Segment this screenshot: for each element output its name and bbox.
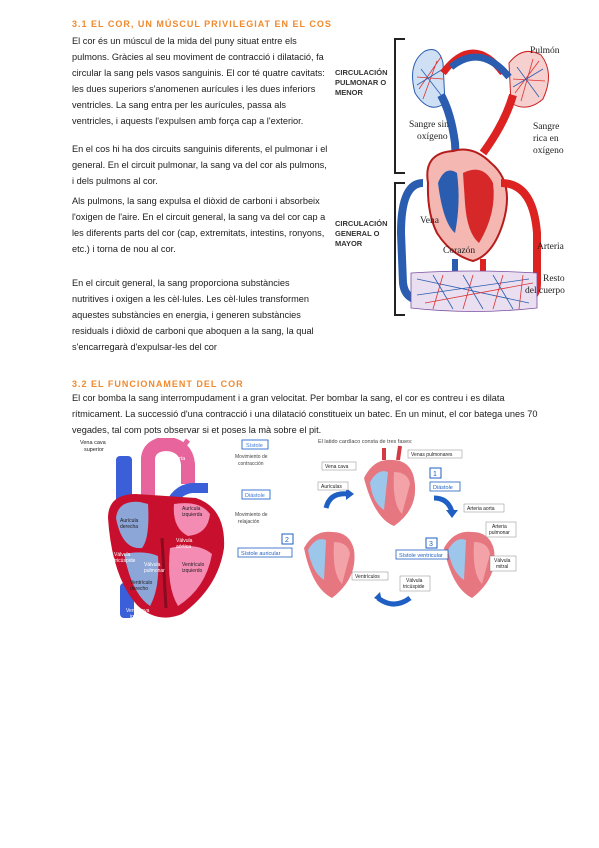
valvula-tricuspide-cycle-label-2: tricúspide xyxy=(403,584,425,590)
section-1-heading: 3.1 EL COR, UN MÚSCUL PRIVILEGIAT EN EL … xyxy=(72,19,332,29)
general-circulation-label-2: GENERAL O xyxy=(335,229,380,238)
cycle-title: El latido cardíaco consta de tres fases: xyxy=(318,439,413,445)
arteria-aorta-label: Arteria aorta xyxy=(467,506,495,512)
pulmonary-bracket xyxy=(394,38,405,174)
sistole-legend-label: Sístole xyxy=(246,443,263,449)
pulmon-label: Pulmón xyxy=(530,46,560,56)
heart-anatomy-diagram: Vena cava superior Aorta Aurícula izquie… xyxy=(78,438,238,628)
left-atrium xyxy=(173,503,210,536)
vena-cava-inferior-label-2: inferior xyxy=(130,614,146,620)
diastole-legend-label: Diástole xyxy=(245,493,265,499)
ventriculo-izquierdo-label-2: izquierdo xyxy=(182,568,203,574)
vena-label: Vena xyxy=(420,216,440,226)
aorta-vessel xyxy=(141,438,195,528)
pulmonary-circulation-label-1: CIRCULACIÓN xyxy=(335,68,388,77)
cycle-arrow-down-right xyxy=(433,495,455,513)
cycle-arrow-up-left xyxy=(323,491,349,509)
valvula-tricuspide-label-1: Válvula xyxy=(114,552,131,558)
general-bracket xyxy=(394,182,405,316)
vena-cava-inferior-label-1: Vena cava xyxy=(126,608,150,614)
sangre-rica-label-2: rica en xyxy=(533,134,559,144)
ventriculo-izquierdo-label-1: Ventrículo xyxy=(182,562,204,568)
heart xyxy=(426,148,508,263)
aorta-label: Aorta xyxy=(172,456,186,462)
arteria-pulmonar-label-1: Arteria xyxy=(492,524,507,530)
sangre-rica-label-1: Sangre xyxy=(533,122,559,132)
section-2-heading: 3.2 EL FUNCIONAMENT DEL COR xyxy=(72,379,244,389)
diastole-legend-box xyxy=(241,489,271,500)
heart-phase-sistole-auricular xyxy=(304,531,355,598)
general-circulation-label-1: CIRCULACIÓN xyxy=(335,219,388,228)
left-ventricle xyxy=(169,546,212,606)
diastole-desc-2: relajación xyxy=(238,519,260,525)
body-capillaries xyxy=(410,270,538,312)
phase-number-2: 2 xyxy=(285,537,289,544)
vena-cava-superior-label-2: superior xyxy=(84,447,104,453)
diastole-desc-1: Movimiento de xyxy=(235,512,268,518)
right-lung-capillaries xyxy=(508,50,549,108)
right-ventricle xyxy=(124,552,159,606)
heart-phase-sistole-ventricular xyxy=(444,531,495,598)
sistole-auricular-label: Sístole auricular xyxy=(241,551,281,557)
section-2-paragraph: El cor bomba la sang interrompudament i … xyxy=(72,393,538,435)
valvula-mitral-label-1: Válvula xyxy=(494,558,511,564)
sistole-ventricular-label: Sístole ventricular xyxy=(399,553,443,559)
auricula-izquierda-label-1: Aurícula xyxy=(182,506,201,512)
corazon-label: Corazón xyxy=(443,246,475,256)
valvula-pulmonar-label-1: Válvula xyxy=(144,562,161,568)
diastole-phase-label: Diástole xyxy=(433,485,453,491)
sangre-rica-label-3: oxígeno xyxy=(533,146,564,156)
vena-cava-superior-label-1: Vena cava xyxy=(80,440,107,446)
sistole-desc-1: Movimiento de xyxy=(235,454,268,460)
phase-number-3: 3 xyxy=(429,541,433,548)
valvula-aortica-label-1: Válvula xyxy=(176,538,193,544)
cardiac-cycle-diagram: Sístole Movimiento de contracción Diásto… xyxy=(234,438,554,614)
sangre-sin-oxigeno-label-2: oxígeno xyxy=(417,132,448,142)
resto-label-2: del cuerpo xyxy=(525,286,565,296)
auricula-izquierda-label-2: izquierda xyxy=(182,512,203,518)
ventriculo-derecho-label-1: Ventrículo xyxy=(130,580,152,586)
sistole-desc-2: contracción xyxy=(238,461,264,467)
arteria-pulmonar-label-2: pulmonar xyxy=(489,530,510,536)
auricula-derecha-label-2: derecha xyxy=(120,524,138,530)
auricula-derecha-label-1: Aurícula xyxy=(120,518,139,524)
cycle-arrow-bottom xyxy=(376,595,412,607)
circulation-diagram: CIRCULACIÓN PULMONAR O MENOR CIRCULACIÓN… xyxy=(333,33,573,318)
vena-cava-label: Vena cava xyxy=(325,464,349,470)
valvula-tricuspide-cycle-label-1: Válvula xyxy=(406,578,423,584)
ventriculo-derecho-label-2: derecho xyxy=(130,586,148,592)
valvula-tricuspide-label-2: tricúspide xyxy=(114,558,136,564)
left-lung-capillaries xyxy=(412,49,446,108)
pulmonary-circulation-label-2: PULMONAR O xyxy=(335,78,386,87)
valvula-pulmonar-label-2: pulmonar xyxy=(144,568,165,574)
section-1-paragraph-2: En el cos hi ha dos circuits sanguinis d… xyxy=(72,144,328,186)
resto-label-1: Resto xyxy=(543,274,565,284)
venas-pulmonares-label: Venas pulmonares xyxy=(411,452,453,458)
sistole-legend-box xyxy=(241,439,269,450)
section-1-paragraph-3: Als pulmons, la sang expulsa el diòxid d… xyxy=(72,196,326,254)
arteria-label: Arteria xyxy=(537,242,565,252)
right-atrium xyxy=(116,501,149,549)
pulmonary-circulation-label-3: MENOR xyxy=(335,88,364,97)
section-1-paragraph-4: En el circuit general, la sang proporcio… xyxy=(72,278,314,352)
heart-phase-diastole xyxy=(364,445,416,526)
general-circulation-label-3: MAYOR xyxy=(335,239,363,248)
sangre-sin-oxigeno-label-1: Sangre sin xyxy=(409,120,449,130)
section-1-paragraph-1: El cor és un múscul de la mida del puny … xyxy=(72,36,325,126)
valvula-aortica-label-2: aórtica xyxy=(176,544,191,550)
phase-number-1: 1 xyxy=(433,471,437,478)
valvula-mitral-label-2: mitral xyxy=(496,564,508,570)
auriculas-label: Aurículas xyxy=(321,484,342,490)
ventriculos-label: Ventrículos xyxy=(355,574,380,580)
